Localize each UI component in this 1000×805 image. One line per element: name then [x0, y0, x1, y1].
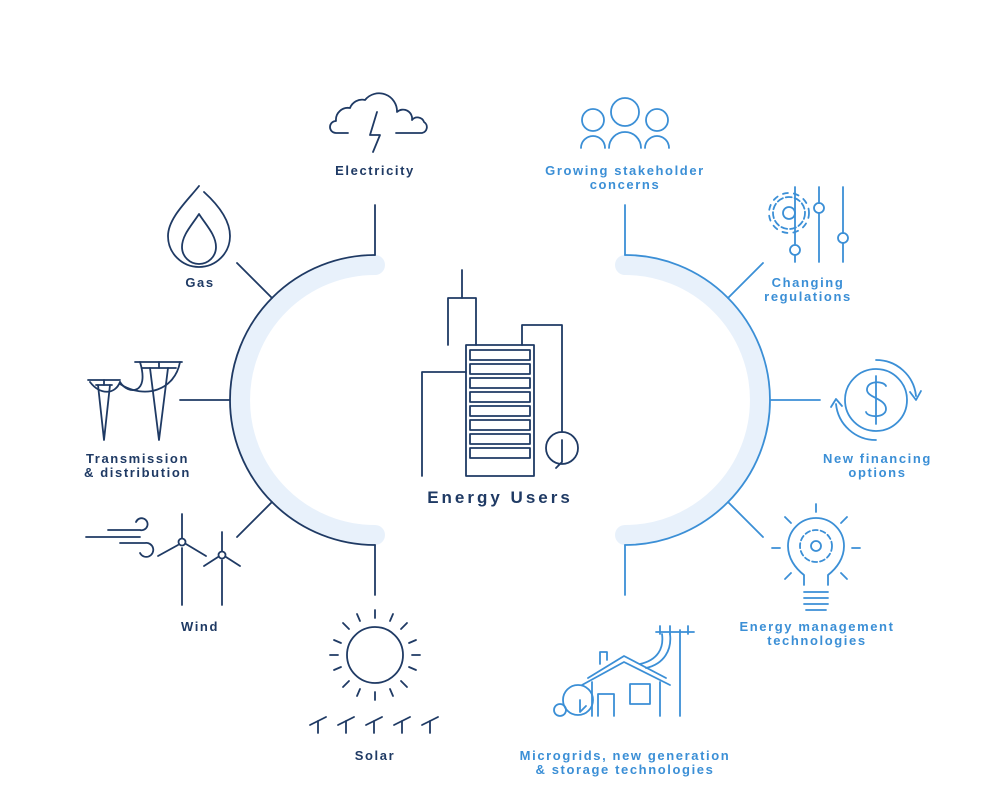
label-line-2: & storage technologies — [535, 762, 715, 777]
label-transmission: Transmission & distribution — [55, 452, 220, 480]
label-energy-mgmt: Energy management technologies — [722, 620, 912, 648]
label-financing: New financing options — [800, 452, 955, 480]
wind-turbine-icon — [85, 513, 241, 606]
label-line-2: & distribution — [84, 465, 191, 480]
label-line-1: Solar — [354, 748, 396, 763]
label-line-1: Electricity — [335, 163, 415, 178]
left-arc — [229, 254, 376, 546]
gear-sliders-icon — [768, 186, 849, 263]
lightbulb-gear-icon — [771, 503, 861, 611]
label-line-1: Transmission — [85, 451, 189, 466]
center-title: Energy Users — [427, 488, 573, 507]
label-line-1: Energy management — [739, 619, 895, 634]
connector-regulations — [727, 262, 764, 299]
label-line-1: Microgrids, new generation — [519, 748, 731, 763]
connector-wind — [236, 501, 273, 538]
label-line-2: concerns — [589, 177, 661, 192]
transmission-tower-icon — [87, 361, 183, 441]
label-line-2: technologies — [767, 633, 867, 648]
right-arc-band — [615, 255, 770, 545]
connector-energy-mgmt — [727, 501, 764, 538]
gas-icon — [167, 185, 231, 268]
label-solar: Solar — [325, 749, 425, 763]
label-wind: Wind — [150, 620, 250, 634]
label-line-1: Wind — [180, 619, 220, 634]
sun-icon — [329, 609, 421, 701]
label-line-1: Changing — [771, 275, 845, 290]
label-line-1: New financing — [823, 451, 932, 466]
label-microgrids: Microgrids, new generation & storage tec… — [490, 749, 760, 777]
solar-panels-icon — [309, 716, 439, 734]
left-arc-band — [230, 255, 385, 545]
house-grid-icon — [553, 625, 695, 717]
label-line-1: Growing stakeholder — [545, 163, 705, 178]
label-regulations: Changing regulations — [738, 276, 878, 304]
label-electricity: Electricity — [300, 164, 450, 178]
building-icon — [421, 269, 579, 477]
people-icon — [580, 97, 670, 149]
electricity-icon — [329, 92, 428, 153]
label-line-2: options — [848, 465, 907, 480]
dollar-cycle-icon — [830, 359, 922, 441]
label-line-2: regulations — [764, 289, 852, 304]
label-gas: Gas — [150, 276, 250, 290]
connector-gas — [236, 262, 273, 299]
label-line-1: Gas — [185, 275, 215, 290]
label-stakeholder: Growing stakeholder concerns — [515, 164, 735, 192]
